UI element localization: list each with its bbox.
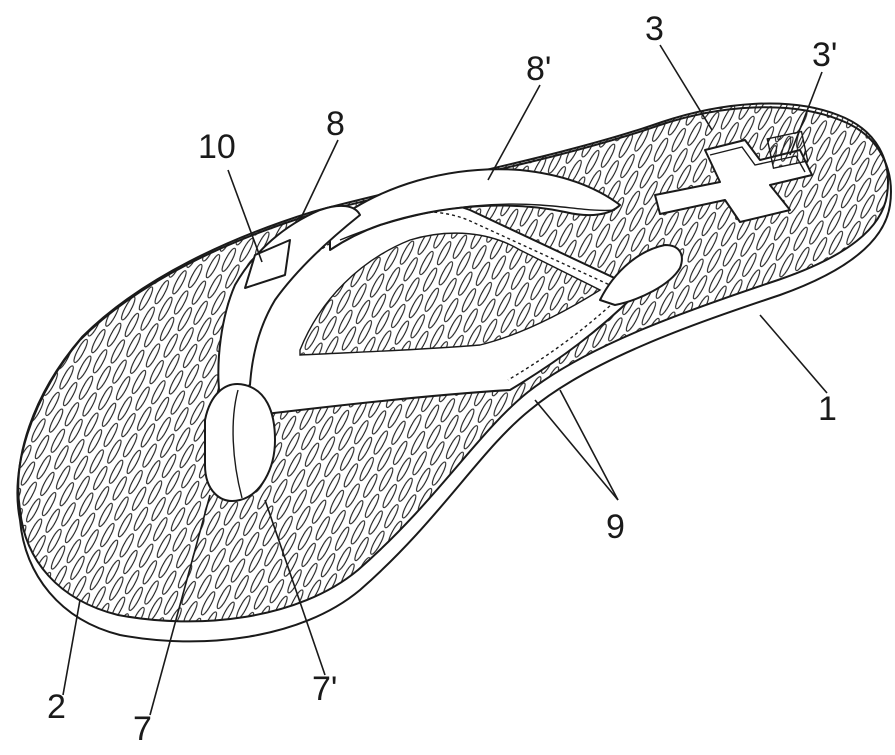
logo-recess [654,130,813,223]
label-sole-edge: 2 [47,688,66,726]
reference-numerals: 1 2 3 3' 7 7' 8 8' 9 10 [47,10,837,748]
label-stitching: 9 [606,508,625,546]
toe-post [204,383,276,502]
strap-tip [599,244,683,306]
strap-left [217,204,361,401]
strap-joint-piece [244,239,291,289]
label-strap-alt: 8' [526,50,551,88]
label-logo-recess-alt: 3' [812,36,837,74]
label-strap-joint: 10 [198,128,236,166]
label-strap: 8 [326,105,345,143]
label-logo-recess: 3 [645,10,664,48]
inner-tread-zone [299,232,602,356]
label-sole: 1 [818,390,837,428]
label-toe-post: 7 [133,710,152,748]
label-toe-post-alt: 7' [312,670,337,708]
leader-lines [62,44,828,716]
